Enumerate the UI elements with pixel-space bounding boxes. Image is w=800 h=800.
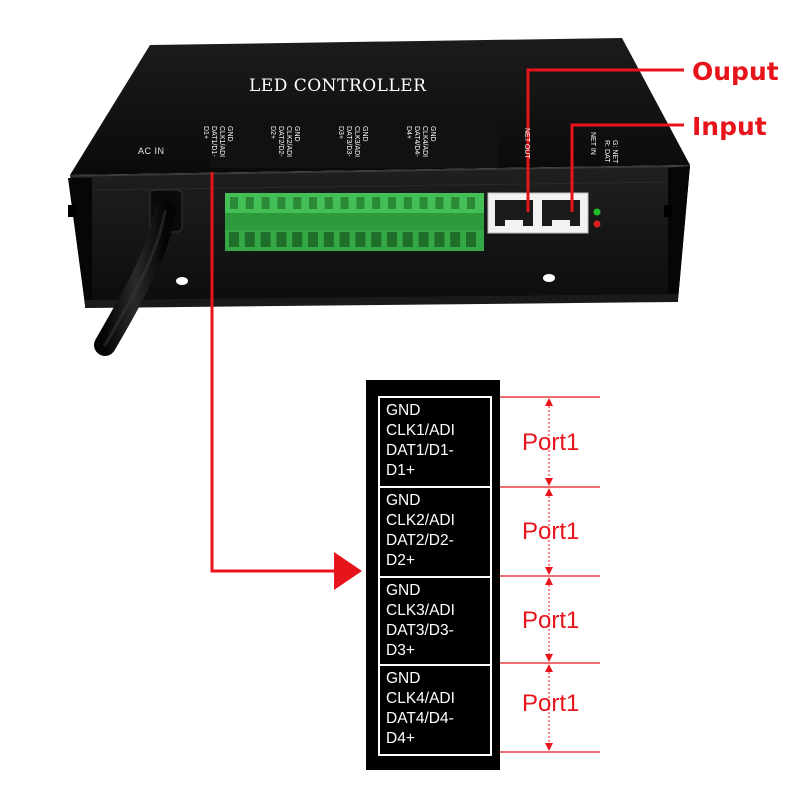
terminal-screw (293, 197, 302, 209)
device-title: LED CONTROLLER (249, 76, 427, 96)
terminal-screw (230, 197, 238, 209)
terminal-screw (340, 197, 349, 209)
pin-label: DAT2/D2- (386, 532, 454, 549)
terminal-slot (229, 232, 239, 247)
terminal-screw (324, 197, 333, 209)
terminal-screw (309, 197, 317, 209)
terminal-slot (371, 232, 382, 247)
pin-label: DAT3/D3- (386, 622, 454, 639)
pin-label: GND (386, 582, 421, 599)
pin-label: GND (386, 492, 421, 509)
pin-label: CLK1/ADI (386, 422, 455, 439)
terminal-slot (450, 232, 461, 247)
terminal-slot (355, 232, 366, 247)
pinout-group-2: GND CLK2/ADI DAT2/D2- D2+ (378, 486, 492, 578)
output-callout-line (526, 68, 684, 212)
terminal-slot (260, 232, 271, 247)
pin-label: CLK2/ADI (386, 512, 455, 529)
ac-in-label: AC IN (138, 146, 165, 156)
pin-label: DAT1/D1- (386, 442, 454, 459)
terminal-screw (261, 197, 270, 209)
input-callout-line (570, 123, 684, 212)
terminal-slot (339, 232, 350, 247)
mounting-hole-left (176, 277, 188, 285)
pinout-group-3: GND CLK3/ADI DAT3/D3- D3+ (378, 576, 492, 666)
rj45-ports (487, 192, 589, 234)
terminal-slot (418, 232, 429, 247)
terminal-slot (308, 232, 318, 247)
output-callout-label: Ouput (692, 57, 779, 86)
pin-label: GND (386, 402, 421, 419)
pin-label: CLK4/ADI (386, 690, 455, 707)
terminal-slot (276, 232, 287, 247)
terminal-slot (244, 232, 255, 247)
terminal-screw (419, 197, 428, 209)
pin-label: D2+ (386, 552, 415, 569)
port-label-2: Port1 (522, 518, 580, 545)
terminal-screw (245, 197, 254, 209)
pin-label: D1+ (386, 462, 415, 479)
terminal-screw (467, 197, 475, 209)
terminal-slot (323, 232, 334, 247)
pinout-group-4: GND CLK4/ADI DAT4/D4- D4+ (378, 664, 492, 756)
terminal-screw (277, 197, 286, 209)
pinout-group-1: GND CLK1/ADI DAT1/D1- D1+ (378, 396, 492, 488)
terminal-screw (435, 197, 444, 209)
terminal-slot (402, 232, 413, 247)
led-controller-device (68, 38, 691, 356)
data-status-led (593, 220, 601, 228)
terminal-screw (372, 197, 381, 209)
mounting-hole-right (543, 274, 555, 282)
callout-lines (526, 68, 684, 212)
terminal-slot (292, 232, 303, 247)
pin-label: D3+ (386, 642, 415, 659)
net-status-led (593, 208, 601, 216)
pin-label: GND (386, 670, 421, 687)
terminal-screw (403, 197, 412, 209)
connector-arrowhead (334, 552, 362, 590)
terminal-screw (356, 197, 365, 209)
terminal-slot (434, 232, 445, 247)
pinout-panel: GND CLK1/ADI DAT1/D1- D1+ GND CLK2/ADI D… (366, 380, 500, 770)
terminal-slot (387, 232, 397, 247)
port-label-4: Port1 (522, 690, 580, 717)
pin-label: D4+ (386, 730, 415, 747)
terminal-screw (388, 197, 396, 209)
terminal-slot (466, 232, 476, 247)
port-label-1: Port1 (522, 429, 580, 456)
pin-label: CLK3/ADI (386, 602, 455, 619)
input-callout-label: Input (692, 112, 767, 141)
pin-label: DAT4/D4- (386, 710, 454, 727)
port-label-3: Port1 (522, 607, 580, 634)
terminal-screw (451, 197, 460, 209)
